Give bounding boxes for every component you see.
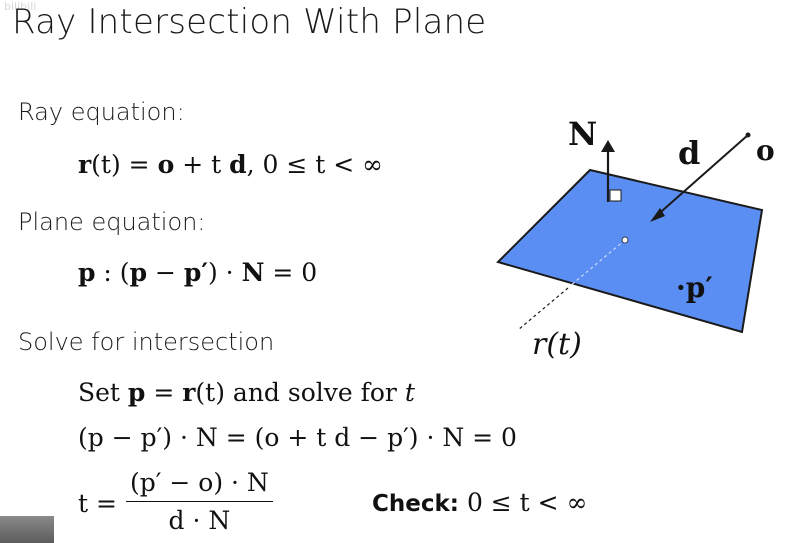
ray-equation-label: Ray equation: — [18, 98, 185, 126]
label-N: N — [568, 115, 597, 153]
ray-r: r — [78, 150, 92, 179]
ray-d: d — [229, 150, 247, 179]
plane-equation: p : (p − p′) · N = 0 — [78, 258, 317, 287]
plane-minus: − — [147, 258, 184, 287]
plane-p2: p — [129, 258, 148, 287]
origin-point — [745, 132, 751, 138]
ray-d-arrow — [653, 134, 749, 219]
plane-shape — [496, 168, 764, 334]
ray-equation: r(t) = o + t d, 0 ≤ t < ∞ — [78, 150, 383, 179]
plane-p3: p′ — [183, 258, 208, 287]
label-o: o — [756, 134, 775, 167]
fraction-numerator: (p′ − o) · N — [126, 468, 273, 502]
solve-set: Set — [78, 378, 128, 407]
solve-t: t — [404, 378, 415, 407]
label-d: d — [678, 134, 700, 172]
plane-dot: ) · — [207, 258, 242, 287]
ray-o: o — [157, 150, 175, 179]
check-expression: 0 ≤ t < ∞ — [466, 488, 588, 517]
corner-thumbnail — [0, 516, 54, 543]
solve-line-1: Set p = r(t) and solve for t — [78, 378, 415, 407]
fraction-denominator: d · N — [168, 506, 231, 535]
label-p-prime: ·p′ — [676, 271, 713, 304]
ray-mid: (t) = — [91, 150, 158, 179]
watermark: bilibili — [4, 0, 37, 13]
ray-plane-diagram: N d o ·p′ r(t) — [496, 115, 775, 362]
slide-title: Ray Intersection With Plane — [12, 2, 487, 42]
solve-fraction: (p′ − o) · N d · N — [126, 468, 273, 535]
ray-range: , 0 ≤ t < ∞ — [246, 150, 383, 179]
label-r-of-t: r(t) — [532, 327, 582, 362]
ray-plus: + t — [174, 150, 230, 179]
solve-r: r — [182, 378, 196, 407]
check-condition: Check: 0 ≤ t < ∞ — [372, 488, 587, 517]
ray-below-plane — [517, 287, 569, 331]
normal-arrowhead — [601, 140, 615, 152]
check-label: Check: — [372, 491, 459, 517]
right-angle-marker — [609, 189, 622, 202]
plane-colon: : ( — [95, 258, 130, 287]
plane-equation-label: Plane equation: — [18, 208, 206, 236]
solve-p: p — [127, 378, 146, 407]
solve-rest: (t) and solve for — [195, 378, 405, 407]
ray-arrowhead — [650, 208, 665, 222]
plane-p1: p — [78, 258, 96, 287]
solve-eq: = — [145, 378, 183, 407]
solve-label: Solve for intersection — [18, 328, 275, 356]
solve-line-2: (p − p′) · N = (o + t d − p′) · N = 0 — [78, 423, 517, 452]
plane-n: N — [241, 258, 265, 287]
intersection-point — [621, 236, 629, 244]
plane-zero: = 0 — [264, 258, 318, 287]
solve-t-equals: t = — [78, 489, 117, 518]
